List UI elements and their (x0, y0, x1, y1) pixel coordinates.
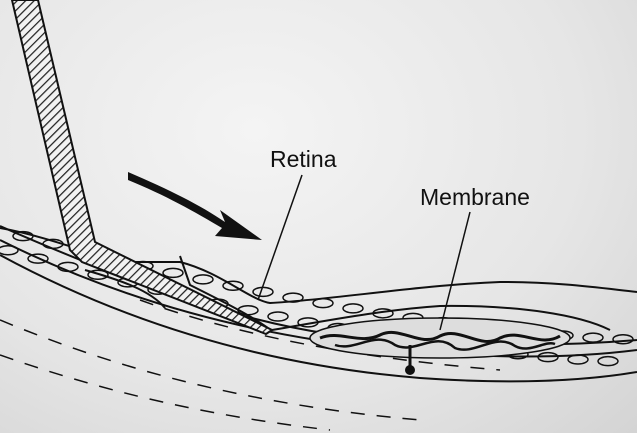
cell-oval (27, 253, 49, 264)
cell-oval (567, 354, 589, 365)
cell-oval (87, 269, 109, 280)
retina-line-lower (259, 304, 611, 333)
cell-oval (237, 304, 259, 316)
cell-oval (42, 238, 64, 250)
direction-arrow (128, 172, 262, 240)
cell-oval (537, 351, 559, 363)
cell-oval (12, 230, 34, 242)
sclera-dashes (0, 299, 501, 431)
cell-oval (252, 286, 274, 298)
cell-oval (297, 317, 319, 328)
membrane-tissue (309, 317, 571, 375)
membrane-label: Membrane (420, 184, 530, 210)
cell-oval (312, 297, 334, 309)
retina-flap (179, 255, 269, 329)
surgical-pick-instrument (10, 0, 274, 336)
cell-oval (267, 311, 289, 322)
cell-oval (162, 267, 184, 279)
cell-oval (282, 292, 304, 303)
outer-layer-line (0, 254, 637, 383)
cell-oval (222, 280, 244, 292)
cell-oval (597, 355, 619, 367)
cell-oval (192, 274, 214, 285)
cell-oval (342, 303, 364, 314)
cell-oval (0, 245, 19, 256)
cell-oval (372, 308, 394, 319)
retina-leader-line (257, 174, 303, 301)
membrane-leader-line (439, 211, 471, 331)
cell-oval (582, 332, 604, 343)
cell-oval (57, 261, 79, 273)
retina-label: Retina (270, 146, 337, 172)
cell-oval (612, 333, 634, 345)
